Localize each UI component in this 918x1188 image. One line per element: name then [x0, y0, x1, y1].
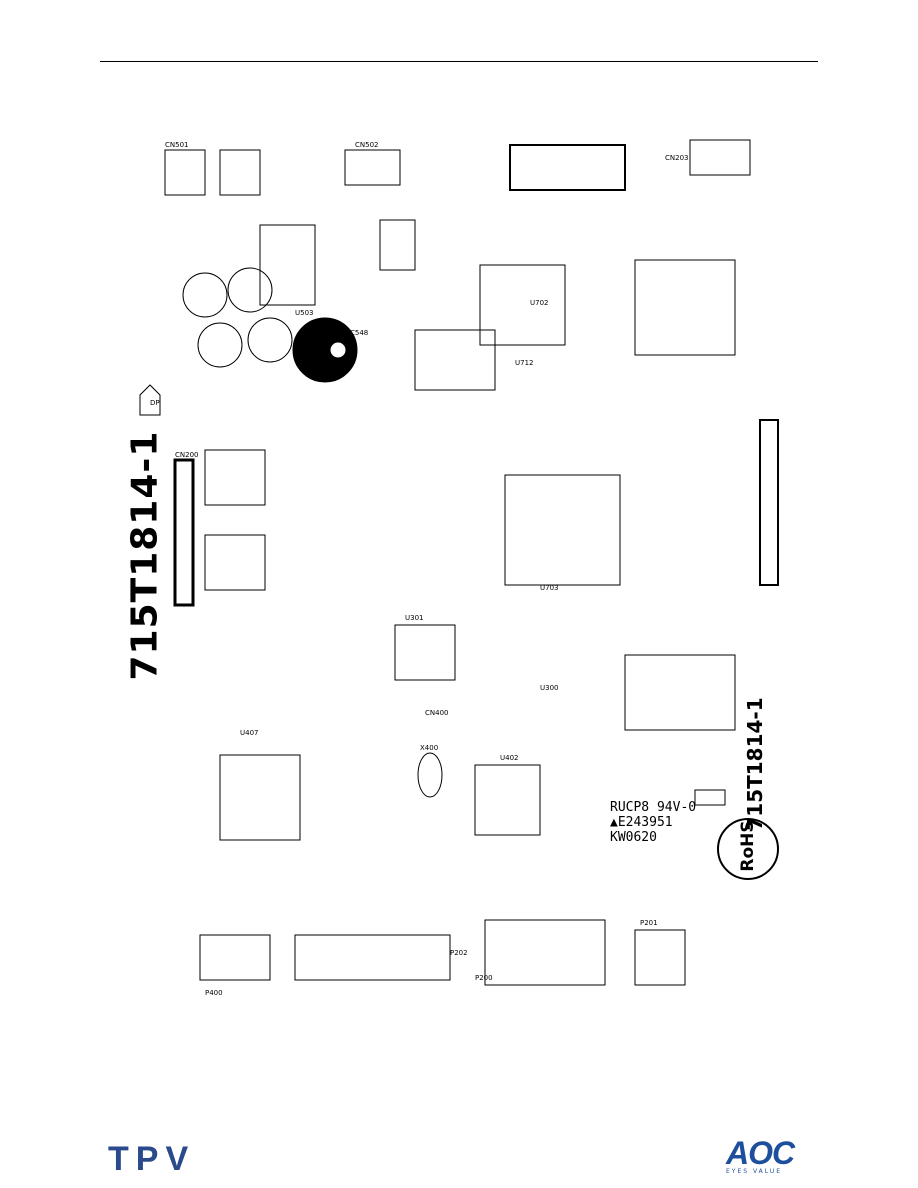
svg-text:CN502: CN502: [355, 141, 379, 149]
svg-text:U503: U503: [295, 309, 313, 317]
svg-text:U703: U703: [540, 584, 558, 592]
pcb-silkscreen-drawing: CN501 CN502 CN203 CN200 CN400 P400 P202 …: [139, 139, 779, 997]
svg-text:P200: P200: [475, 974, 493, 982]
svg-text:P201: P201: [640, 919, 658, 927]
ul-mark-line-3: KW0620: [610, 830, 657, 845]
ul-certification-mark: RUCP8 94V-0 ▲E243951 KW0620: [610, 800, 696, 845]
svg-text:U702: U702: [530, 299, 548, 307]
board-part-number-small-text: 715T1814-1: [743, 697, 767, 831]
svg-text:P202: P202: [450, 949, 468, 957]
svg-text:CN501: CN501: [165, 141, 189, 149]
aoc-logo: AOC EYES VALUE: [726, 1137, 812, 1177]
aoc-logo-text: AOC: [726, 1135, 795, 1171]
svg-text:U301: U301: [405, 614, 423, 622]
svg-text:U300: U300: [540, 684, 558, 692]
board-part-number-small: 715T1814-1: [740, 697, 770, 830]
svg-text:DP: DP: [150, 399, 160, 407]
board-part-number: 715T1814-1: [120, 430, 170, 681]
rohs-badge: RoHS: [717, 818, 779, 880]
aoc-tagline: EYES VALUE: [726, 1168, 783, 1175]
svg-text:P400: P400: [205, 989, 223, 997]
svg-text:CN200: CN200: [175, 451, 199, 459]
board-part-number-text: 715T1814-1: [124, 430, 166, 681]
svg-text:CN400: CN400: [425, 709, 449, 717]
svg-text:C548: C548: [350, 329, 368, 337]
ul-mark-line-2: ▲E243951: [610, 815, 673, 830]
svg-text:CN203: CN203: [665, 154, 689, 162]
svg-text:U402: U402: [500, 754, 518, 762]
svg-text:U712: U712: [515, 359, 533, 367]
rohs-text: RoHS: [738, 820, 758, 872]
ul-mark-line-1: RUCP8 94V-0: [610, 800, 697, 815]
header-rule: [100, 61, 818, 62]
svg-text:X400: X400: [420, 744, 438, 752]
svg-text:U407: U407: [240, 729, 258, 737]
tpv-logo: TPV: [108, 1140, 196, 1178]
